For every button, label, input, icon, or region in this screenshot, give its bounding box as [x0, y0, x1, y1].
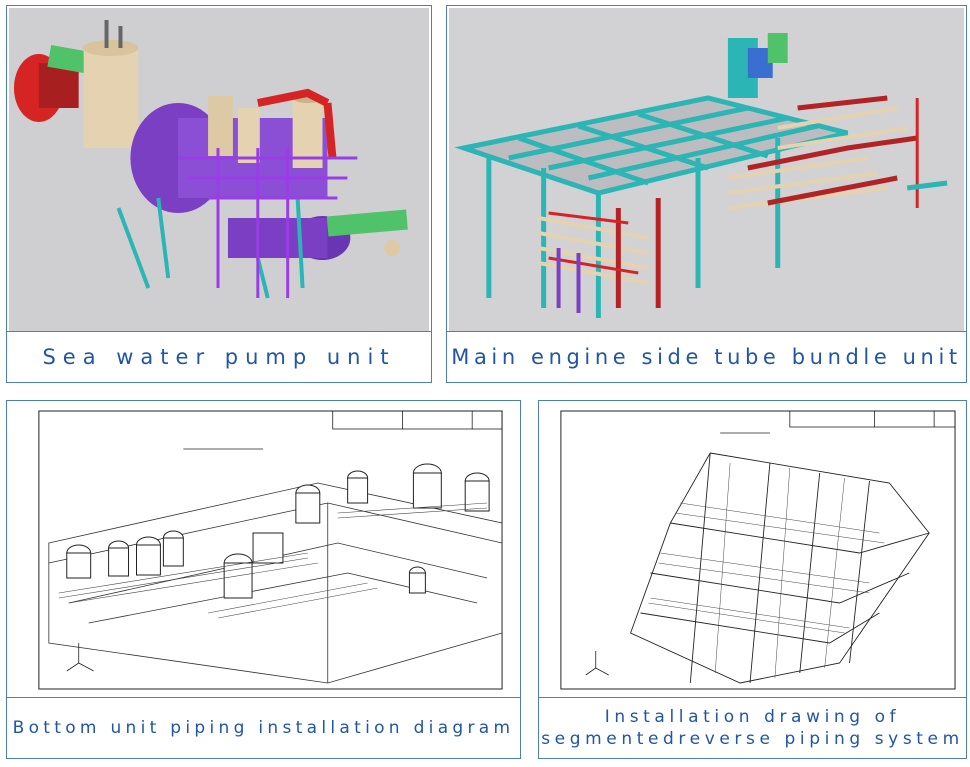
segmented-piping-line-drawing [541, 403, 964, 696]
panel-bottom-unit-piping-diagram: Bottom unit piping installation diagram [6, 400, 521, 759]
caption: Bottom unit piping installation diagram [7, 697, 520, 758]
panel-segmented-reverse-piping-drawing: Installation drawing of segmentedreverse… [538, 400, 967, 759]
caption-text: Bottom unit piping installation diagram [12, 718, 515, 738]
main-engine-3d-render [449, 8, 964, 332]
caption: Main engine side tube bundle unit [447, 331, 966, 382]
caption: Installation drawing of segmentedreverse… [539, 697, 966, 758]
sea-water-pump-3d-render [9, 8, 429, 332]
panel-sea-water-pump-unit: Sea water pump unit [6, 5, 432, 383]
bottom-unit-line-drawing [9, 403, 518, 696]
caption: Sea water pump unit [7, 331, 431, 382]
panel-main-engine-tube-bundle-unit: Main engine side tube bundle unit [446, 5, 967, 383]
caption-text: Sea water pump unit [42, 345, 396, 369]
caption-text: Main engine side tube bundle unit [451, 345, 962, 369]
caption-line-2: segmentedreverse piping system [541, 729, 964, 749]
caption-line-1: Installation drawing of [604, 707, 901, 727]
